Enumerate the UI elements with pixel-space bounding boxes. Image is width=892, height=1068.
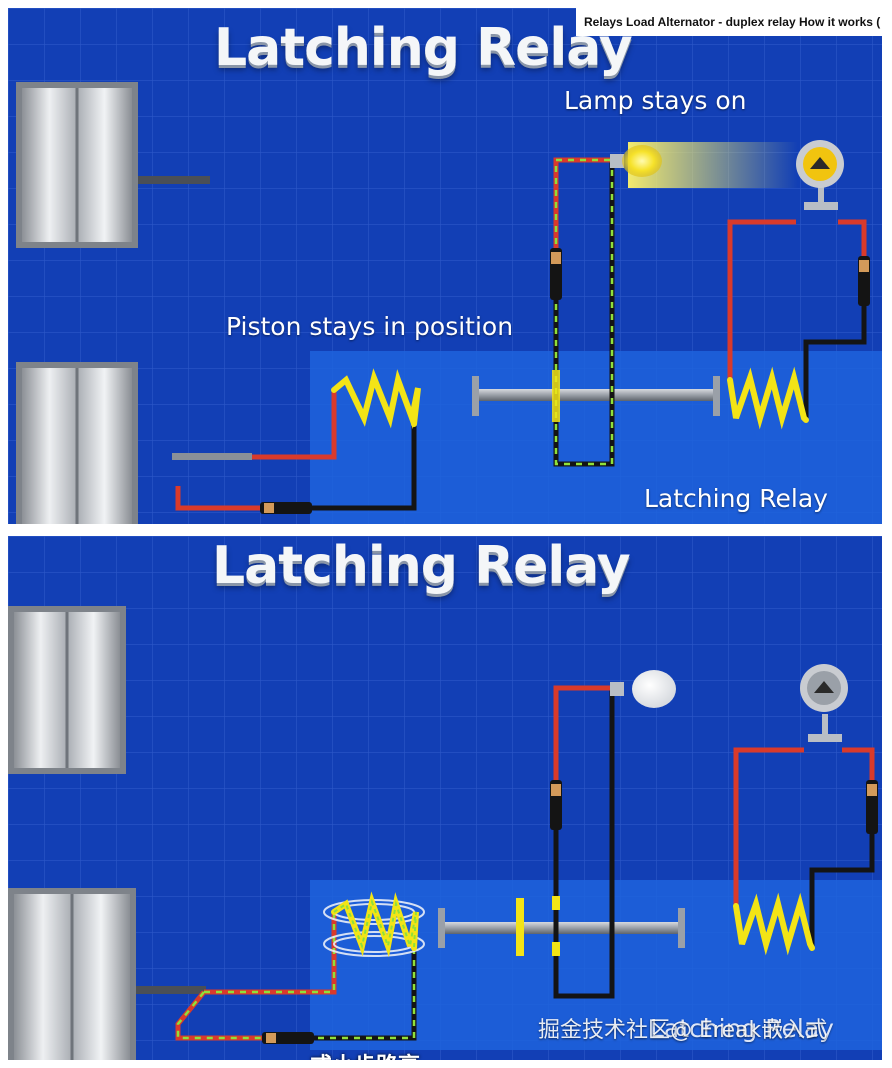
watermark-text: 掘金技术社区@ Ereak嵌入式	[538, 1018, 828, 1043]
video-title-tooltip[interactable]: Relays Load Alternator - duplex relay Ho…	[576, 8, 882, 36]
relay-highlight-area	[310, 351, 882, 524]
subtitle-fragment: 或小步路亮	[310, 1048, 420, 1060]
relay-name-label-top: Latching Relay	[644, 484, 828, 513]
piston-rod	[172, 453, 252, 460]
bottom-diagram-svg	[8, 536, 882, 1060]
left-coil	[331, 368, 421, 430]
page-title-bottom: Latching Relay	[212, 536, 631, 596]
lamp-state-label: Lamp stays on	[564, 86, 747, 115]
piston-state-label: Piston stays in position	[226, 312, 514, 341]
relay-name-label-bottom: Latching Relay	[650, 1014, 834, 1043]
top-diagram-panel: Latching Relay Lamp stays on Piston stay…	[8, 8, 882, 524]
armature-bar	[472, 376, 720, 416]
right-coil-bottom	[733, 892, 815, 956]
door-upper-bottom	[8, 606, 126, 774]
relay-highlight-area-bottom	[310, 880, 882, 1050]
push-button-bottom	[800, 664, 848, 742]
lamp-on	[610, 142, 798, 188]
door-lower	[16, 362, 138, 524]
lamp-off	[610, 670, 676, 708]
left-coil-bottom	[331, 891, 419, 958]
top-diagram-svg	[8, 8, 882, 524]
armature-bar-bottom	[438, 898, 685, 956]
push-button	[796, 140, 844, 210]
right-coil	[727, 366, 809, 430]
page-title-top: Latching Relay	[214, 18, 633, 78]
door-upper	[16, 82, 210, 248]
contact-active	[552, 370, 560, 422]
bottom-diagram-panel: Latching Relay Latching Relay 掘金技术社区@ Er…	[8, 536, 882, 1060]
door-lower-bottom	[8, 888, 206, 1060]
